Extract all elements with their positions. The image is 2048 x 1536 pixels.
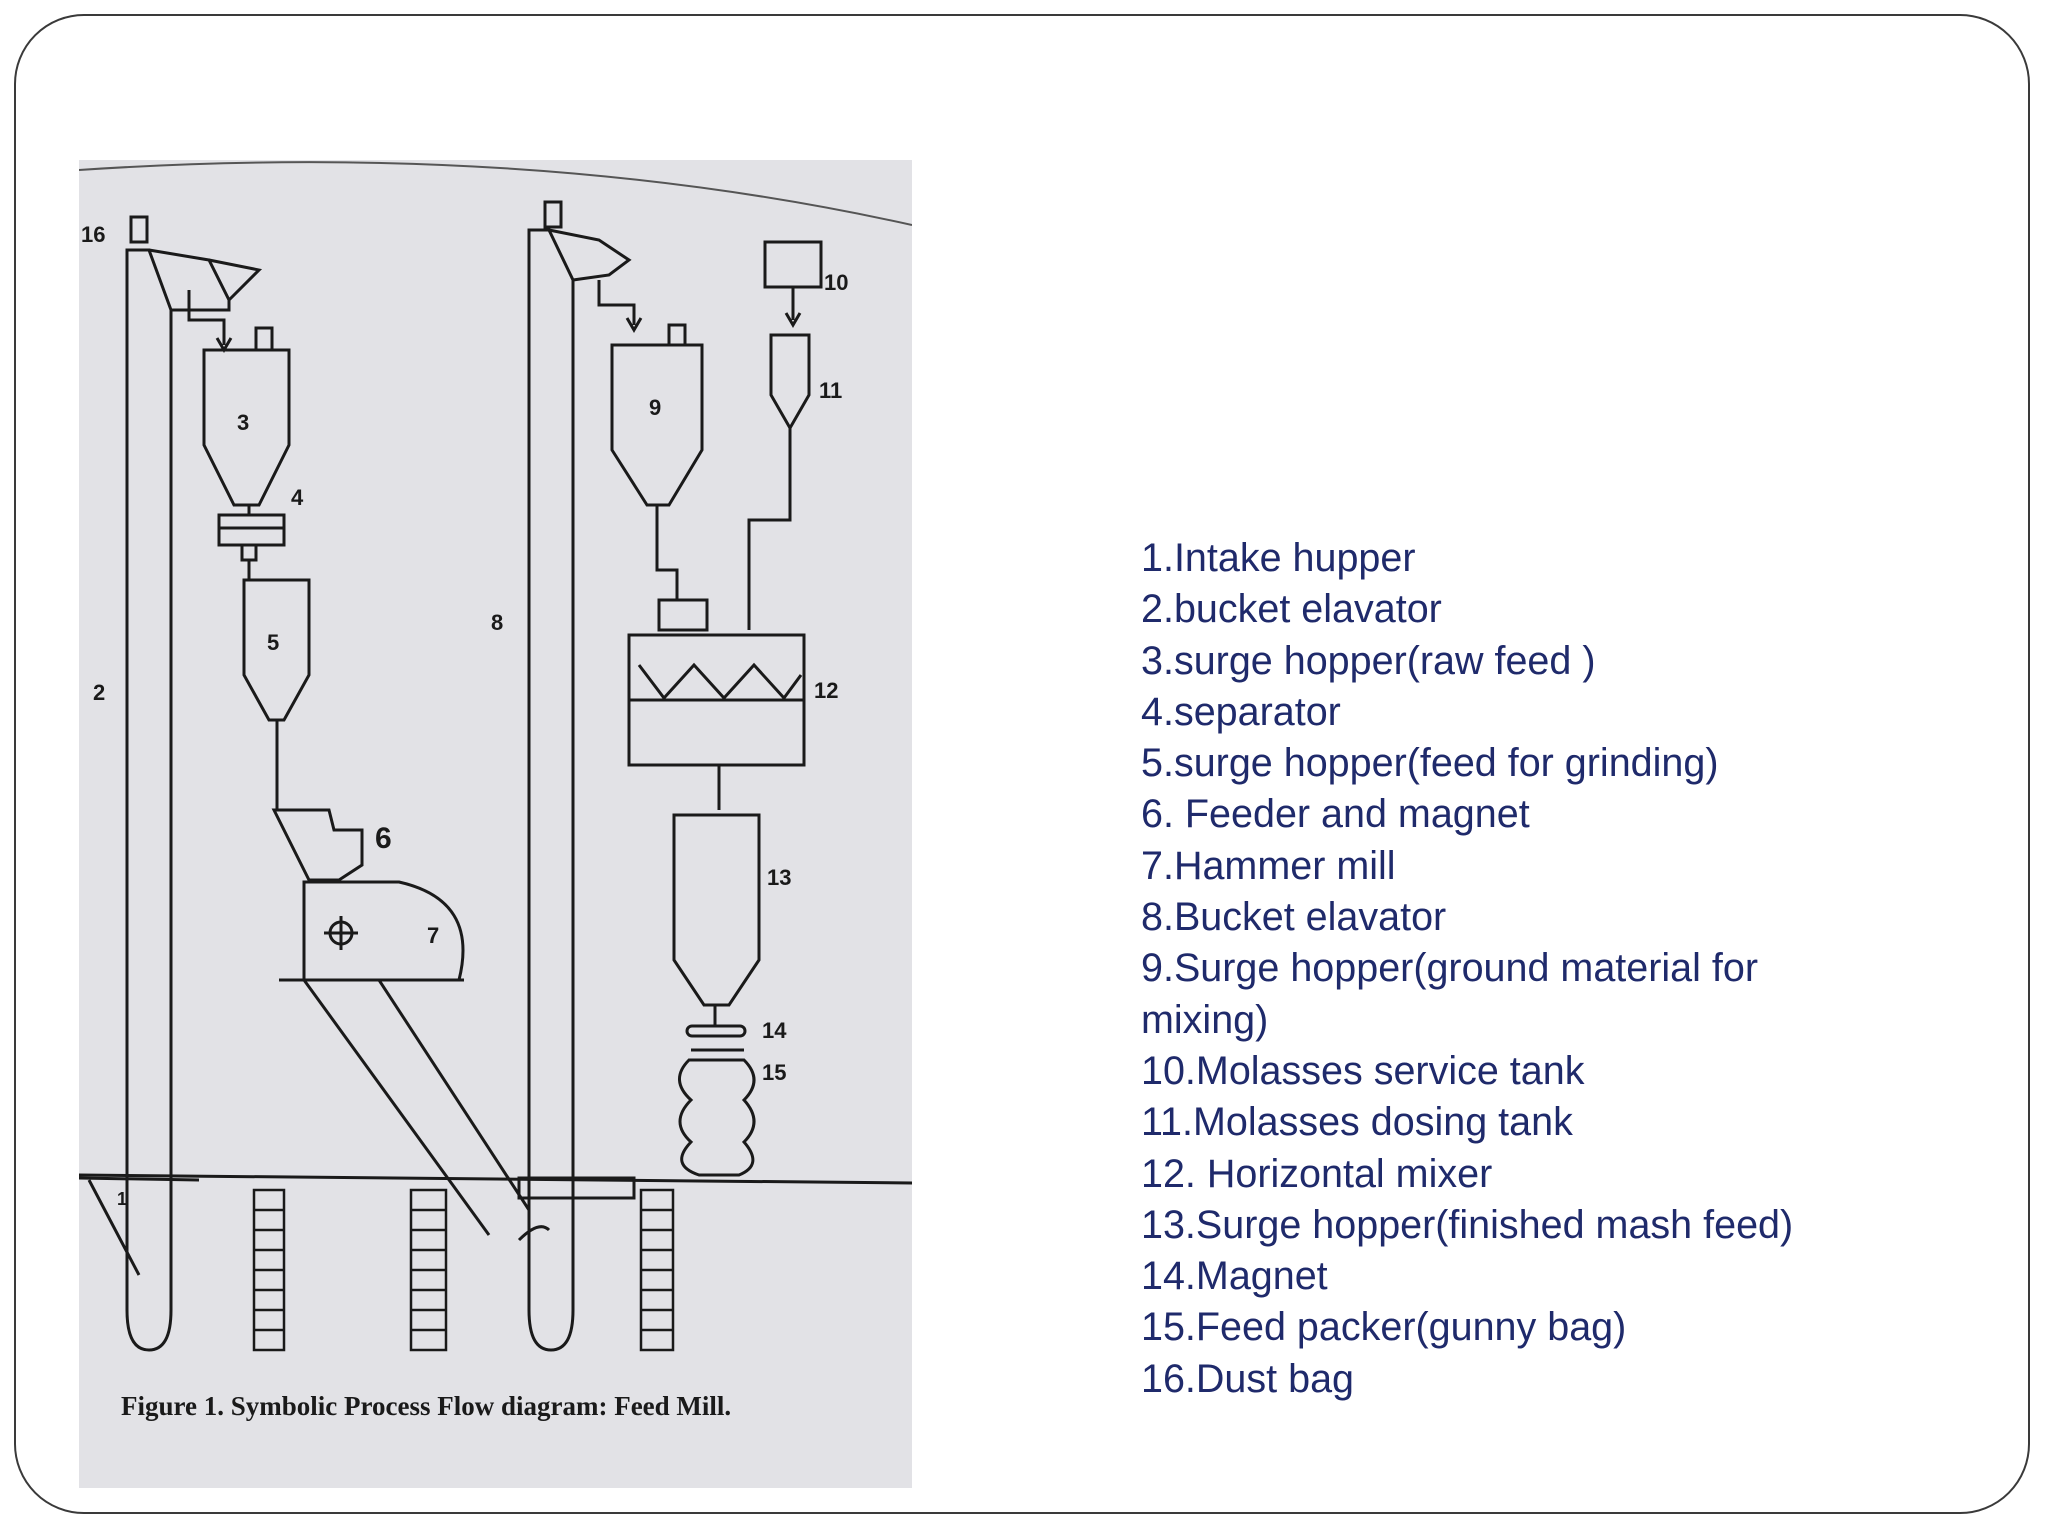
legend-item: 12. Horizontal mixer: [1141, 1151, 1493, 1196]
molasses-tanks: [747, 240, 823, 630]
horizontal-mixer-12: [627, 598, 806, 810]
legend-item: 4.separator: [1141, 689, 1341, 734]
surge-hopper-5: [242, 560, 311, 810]
legend-item: 1.Intake hupper: [1141, 536, 1416, 580]
legend-item: 16.Dust bag: [1141, 1356, 1355, 1401]
callout-8: 8: [491, 610, 503, 635]
legend-item: 15.Feed packer(gunny bag): [1141, 1305, 1627, 1350]
callout-14: 14: [762, 1018, 787, 1043]
hammer-mill-7: [279, 880, 465, 982]
callout-10: 10: [824, 270, 848, 295]
legend-item: 7.Hammer mill: [1141, 843, 1396, 888]
legend-item: 13.Surge hopper(finished mash feed): [1141, 1202, 1794, 1247]
surge-hopper-13: [672, 813, 761, 1177]
callout-13: 13: [767, 865, 791, 890]
legend-item: 14.Magnet: [1141, 1254, 1328, 1299]
bucket-elevator-right: [517, 200, 636, 1352]
callout-5: 5: [267, 630, 279, 655]
feed-mill-flow-diagram: 16 3 4 5 2 6 7 8 9 10 11 12 13 14 15 1 F…: [79, 161, 912, 1421]
callout-12: 12: [814, 678, 838, 703]
figure-caption: Figure 1. Symbolic Process Flow diagram:…: [121, 1391, 731, 1421]
legend-item: 11.Molasses dosing tank: [1141, 1100, 1573, 1145]
legend-item: 2.bucket elavator: [1141, 587, 1442, 632]
legend-item: 3.surge hopper(raw feed ): [1141, 638, 1596, 683]
legend-item: 9.Surge hopper(ground material for mixin…: [1141, 946, 1758, 1042]
diagram-photo: 16 3 4 5 2 6 7 8 9 10 11 12 13 14 15 1 F…: [79, 160, 912, 1488]
callout-7: 7: [427, 923, 439, 948]
pits: [252, 1188, 675, 1352]
legend-item: 8.Bucket elavator: [1141, 895, 1447, 940]
legend-item: 6. Feeder and magnet: [1141, 792, 1530, 837]
legend-list: 1.Intake hupper 2.bucket elavator 3.surg…: [1141, 533, 1961, 1405]
callout-16: 16: [81, 222, 105, 247]
legend-item: 10.Molasses service tank: [1141, 1048, 1585, 1093]
callout-11: 11: [819, 378, 842, 403]
legend-item: 5.surge hopper(feed for grinding): [1141, 741, 1719, 786]
callout-9: 9: [649, 395, 661, 420]
callout-6: 6: [375, 822, 392, 855]
callout-1: 1: [117, 1189, 127, 1209]
bucket-elevator-left: [125, 215, 263, 1352]
callout-2: 2: [93, 680, 105, 705]
surge-hopper-3: [202, 326, 291, 562]
callout-15: 15: [762, 1060, 786, 1085]
callout-4: 4: [291, 485, 304, 510]
callout-3: 3: [237, 410, 249, 435]
surge-hopper-9: [610, 323, 704, 600]
